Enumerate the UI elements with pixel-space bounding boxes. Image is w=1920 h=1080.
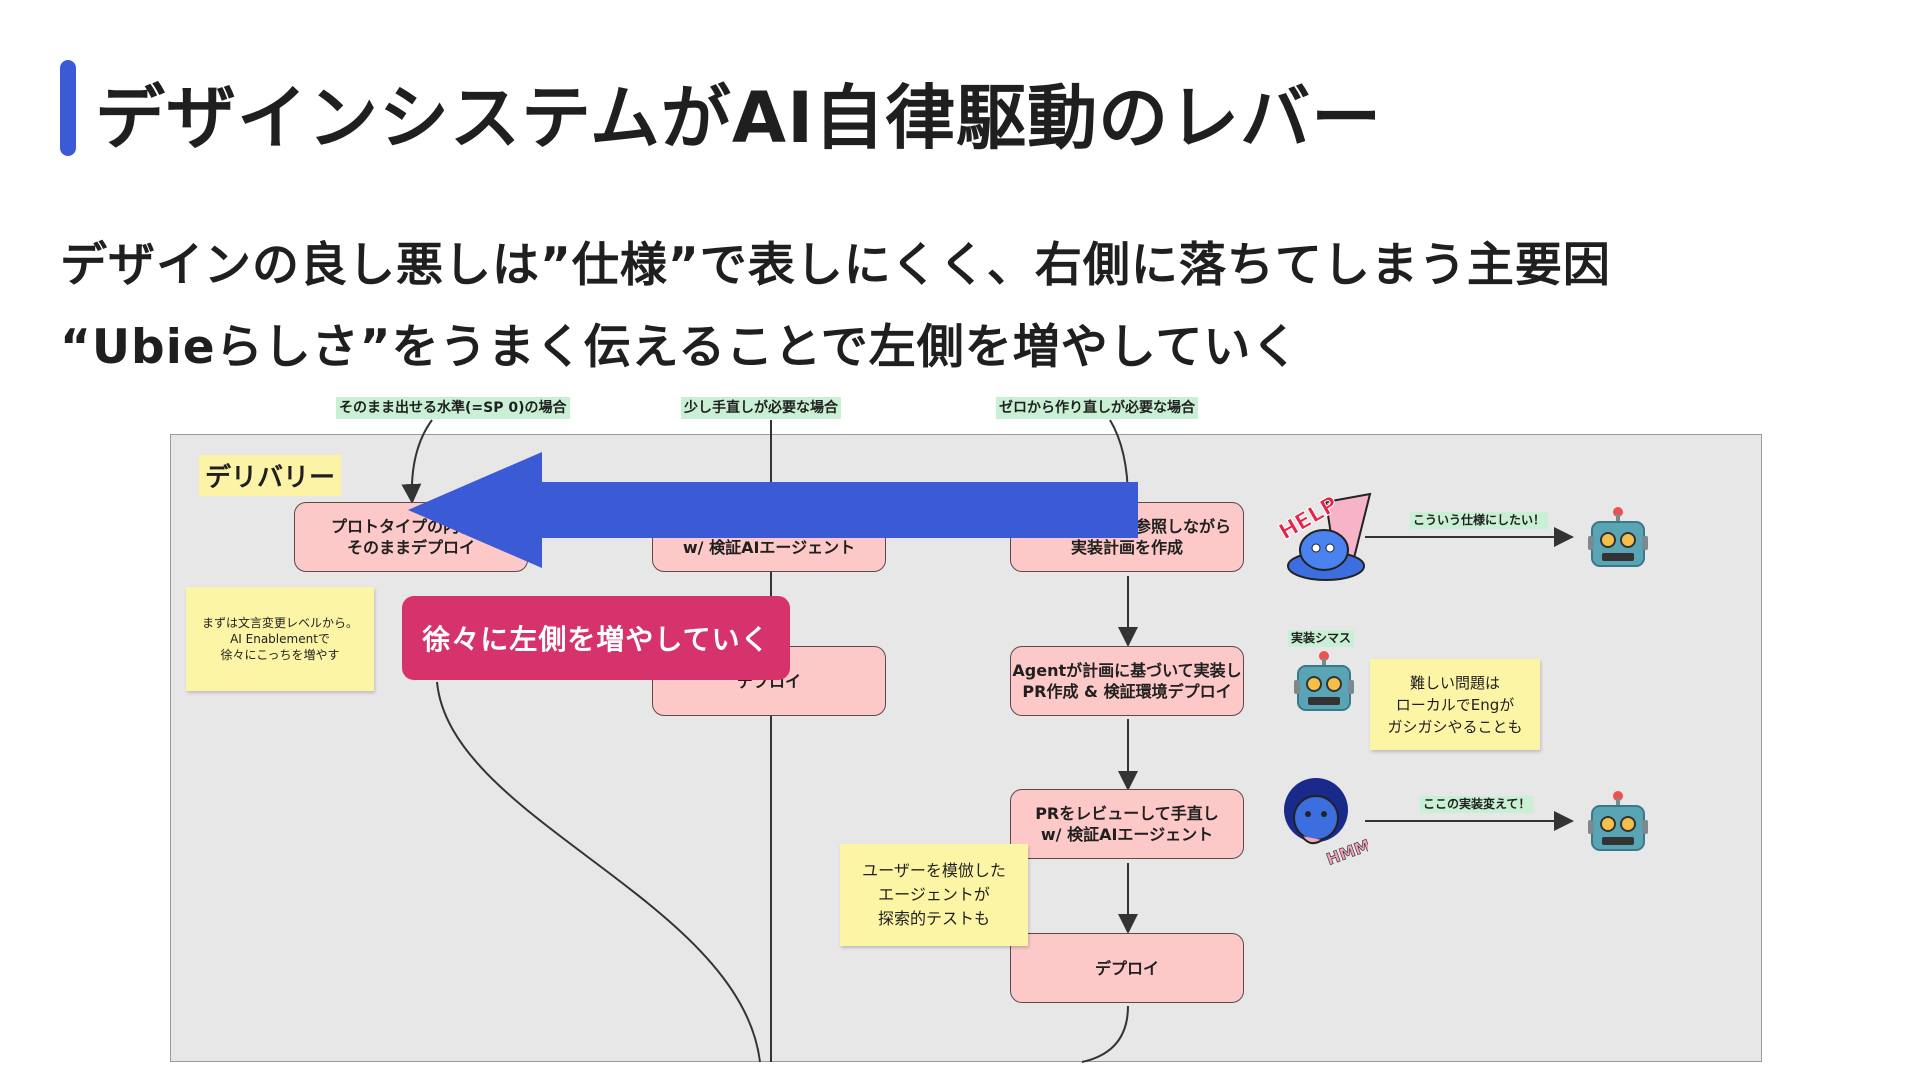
label-spec-request: こういう仕様にしたい！ — [1410, 512, 1549, 529]
robot-icon — [1588, 791, 1648, 851]
board-title: デリバリー — [199, 455, 342, 496]
sticky-note-explorative-test: ユーザーを模倣した エージェントが 探索的テストも — [840, 844, 1028, 946]
column-label-rebuild: ゼロから作り直しが必要な場合 — [996, 397, 1198, 419]
column-label-minor-fix: 少し手直しが必要な場合 — [681, 397, 841, 419]
sticky-note-ai-enablement: まずは文言変更レベルから。 AI Enablementで 徐々にこっちを増やす — [186, 587, 374, 691]
label-change-request: ここの実装変えて！ — [1420, 796, 1534, 813]
robot-icon — [1588, 507, 1648, 567]
flow-line-right-bottom — [1081, 1005, 1129, 1063]
label-implementing: 実装シマス — [1288, 630, 1355, 647]
title-accent-bar — [60, 60, 76, 156]
page-title: デザインシステムがAI自律駆動のレバー — [95, 77, 1383, 159]
hmm-sticker-icon: HMM — [1284, 778, 1368, 866]
subtitle-line-1: デザインの良し悪しは”仕様”で表しにくく、右側に落ちてしまう主要因 — [60, 238, 1611, 293]
column-label-sp0: そのまま出せる水準(=SP 0)の場合 — [336, 397, 570, 419]
robot-icon — [1294, 651, 1354, 711]
help-sticker-icon: HELP — [1274, 491, 1372, 581]
left-arrow-icon — [408, 452, 1138, 568]
callout-increase-left: 徐々に左側を増やしていく — [402, 596, 790, 680]
svg-text:HMM: HMM — [1324, 836, 1368, 866]
flow-box-agent-implement: Agentが計画に基づいて実装し PR作成 & 検証環境デプロイ — [1010, 646, 1244, 716]
flow-line-left-top — [401, 419, 433, 504]
sticky-note-hard-problems: 難しい問題は ローカルでEngが ガシガシやることも — [1370, 659, 1540, 750]
flow-box-review: PRをレビューして手直し w/ 検証AIエージェント — [1010, 789, 1244, 859]
flow-line-left-curve — [436, 681, 761, 1063]
flow-box-final-deploy: デプロイ — [1010, 933, 1244, 1003]
subtitle-line-2: “Ubieらしさ”をうまく伝えることで左側を増やしていく — [60, 320, 1300, 375]
